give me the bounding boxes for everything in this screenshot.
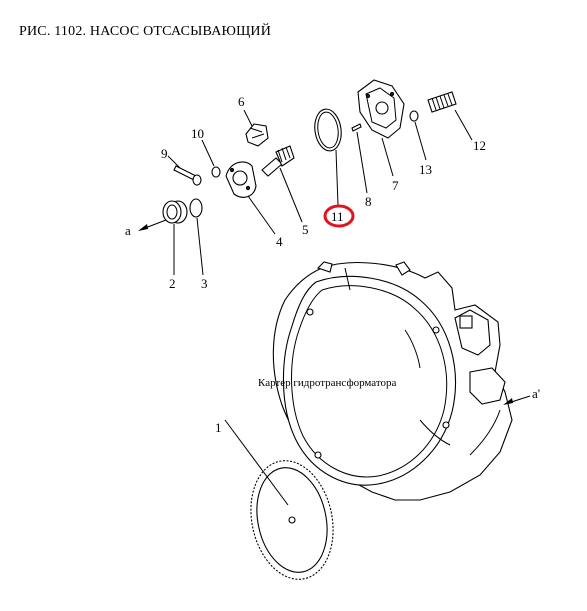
o-ring-part-11 — [314, 108, 342, 152]
callout-1: 1 — [215, 420, 222, 435]
callout-3: 3 — [201, 276, 208, 291]
arrow-label-a-prime: a' — [532, 386, 540, 401]
bearing-part-2 — [162, 200, 188, 224]
callout-numbers: 1 2 3 4 5 6 7 8 9 10 11 12 13 — [161, 94, 486, 435]
washer-part-13 — [409, 110, 419, 122]
highlight-circle — [323, 204, 355, 228]
pump-cover-part-7 — [357, 79, 405, 139]
spring-part-12 — [427, 91, 457, 113]
pin-part-8 — [351, 123, 362, 132]
figure-title: РИС. 1102. НАСОС ОТСАСЫВАЮЩИЙ — [19, 24, 272, 39]
arrow-label-a: a — [125, 223, 131, 238]
converter-housing — [272, 261, 513, 501]
washer-part-10 — [211, 166, 221, 178]
callout-11: 11 — [331, 209, 344, 224]
leader-lines — [138, 109, 531, 506]
callout-7: 7 — [392, 178, 399, 193]
callout-2: 2 — [169, 276, 176, 291]
callout-12: 12 — [473, 138, 486, 153]
gear-part-6 — [245, 123, 269, 147]
gear-ring-part-1 — [250, 460, 334, 580]
housing-label: Картер гидротрансформатора — [258, 377, 397, 389]
callout-6: 6 — [238, 94, 245, 109]
shaft-part-5 — [261, 145, 295, 177]
callout-4: 4 — [276, 234, 283, 249]
callout-9: 9 — [161, 146, 168, 161]
callout-5: 5 — [302, 222, 309, 237]
callout-8: 8 — [365, 194, 372, 209]
pump-body-part-4 — [225, 161, 257, 198]
callout-10: 10 — [191, 126, 204, 141]
callout-13: 13 — [419, 162, 432, 177]
bolt-part-9 — [173, 165, 202, 186]
ring-part-3 — [189, 198, 203, 218]
